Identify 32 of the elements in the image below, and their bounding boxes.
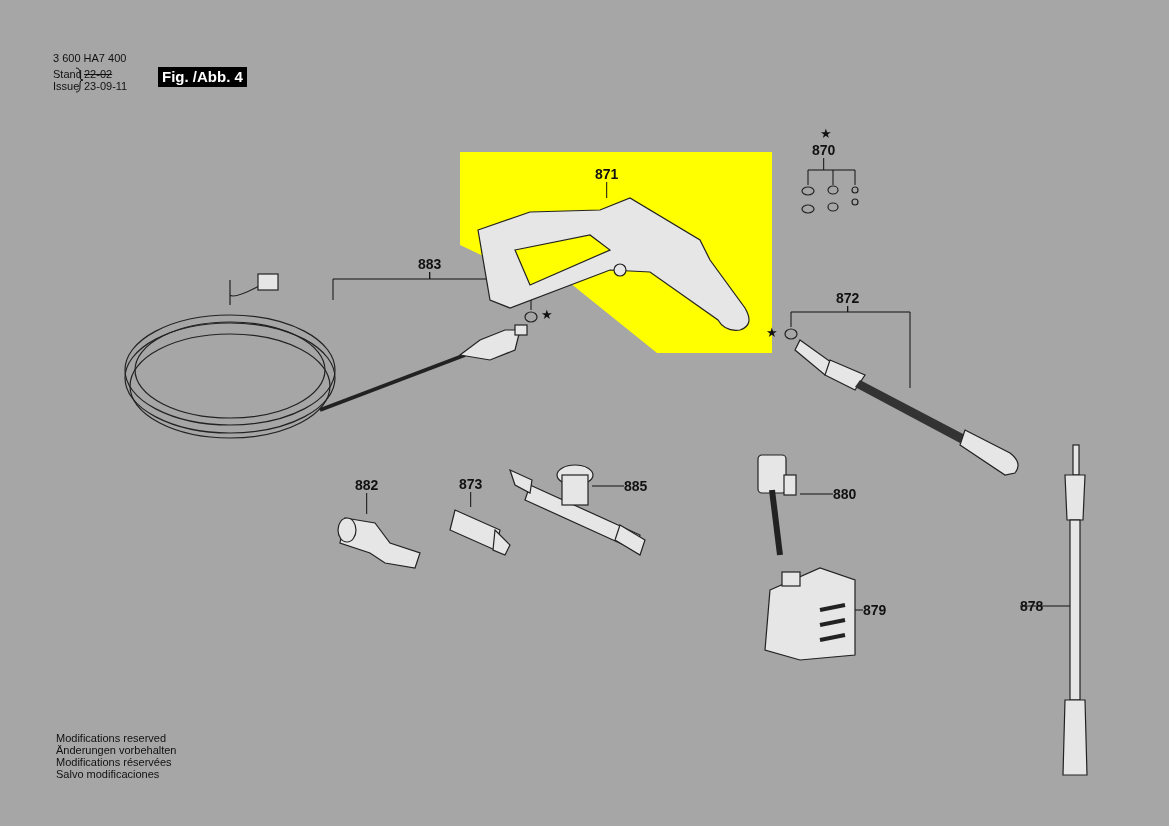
- leader-line: [847, 305, 911, 389]
- leader-line: [799, 493, 834, 495]
- callout-number: 880: [833, 486, 857, 502]
- callout-number: 885: [624, 478, 648, 494]
- leader-line: [591, 485, 625, 487]
- figure-label: Fig. /Abb. 4: [158, 67, 247, 87]
- note-text: Änderungen vorbehalten: [56, 744, 177, 756]
- date-text: 23-09-11: [84, 80, 128, 92]
- note-text: Salvo modificaciones: [56, 768, 160, 780]
- callout-number: 878: [1020, 598, 1044, 614]
- leader-line: [807, 157, 856, 186]
- callout-number: 872: [836, 290, 860, 306]
- header-text: Stand: [53, 68, 82, 80]
- o-ring-icon: [784, 327, 798, 341]
- callout-number: 871: [595, 166, 619, 182]
- star-mark: ★: [820, 128, 832, 140]
- leader-line: [606, 181, 608, 199]
- header-text: Issue: [53, 80, 80, 92]
- leader-line: [366, 492, 368, 515]
- star-mark: ★: [766, 327, 778, 339]
- leader-line: [470, 491, 472, 508]
- callout-number: 882: [355, 477, 379, 493]
- callout-number: 870: [812, 142, 836, 158]
- part-number: 3 600 HA7 400: [53, 52, 127, 64]
- callout-number: 879: [863, 602, 887, 618]
- callout-number: 873: [459, 476, 483, 492]
- note-text: Modifications réservées: [56, 756, 172, 768]
- o-ring-icon: [524, 310, 538, 324]
- note-text: Modifications reserved: [56, 732, 167, 744]
- star-mark: ★: [541, 309, 553, 321]
- date-text: 22-02: [84, 68, 113, 80]
- callout-number: 883: [418, 256, 442, 272]
